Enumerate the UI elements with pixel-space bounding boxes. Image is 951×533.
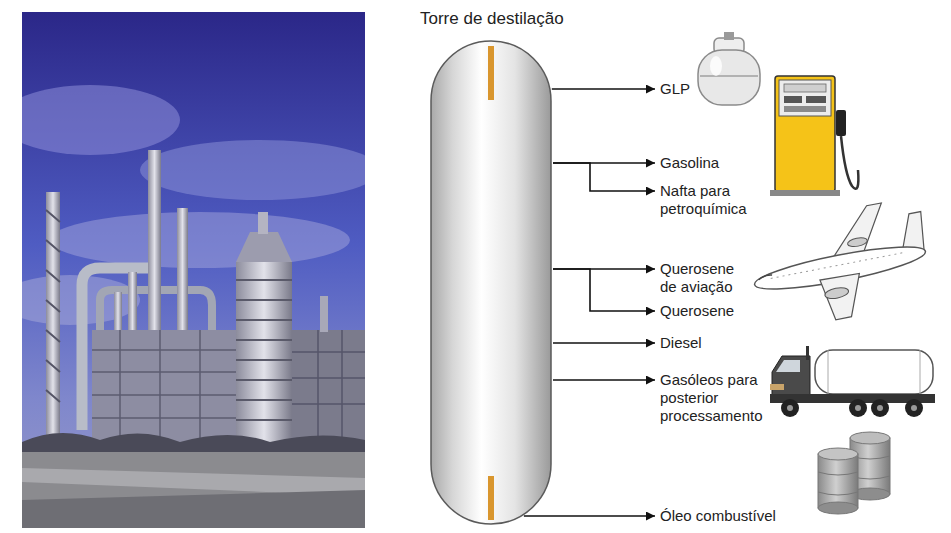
- refinery-photo: [236, 262, 292, 442]
- gas-cylinder-icon: [700, 75, 758, 77]
- gas-cylinder-icon: [724, 32, 734, 40]
- product-name: Diesel: [660, 334, 702, 352]
- gas-cylinder-icon: [698, 50, 760, 105]
- product-arrow: [524, 515, 655, 517]
- product-arrow: [553, 379, 655, 381]
- fuel-pump-icon: [770, 190, 840, 196]
- product-name: Gasolina: [660, 154, 719, 172]
- product-label: Nafta para petroquímica: [660, 182, 772, 218]
- fuel-pump-icon: [779, 80, 831, 116]
- tower-title: Torre de destilação: [420, 9, 542, 29]
- tanker-truck-icon: [770, 384, 784, 390]
- tanker-truck-icon: [877, 405, 883, 411]
- product-arrow: [553, 342, 655, 344]
- tanker-truck-icon: [871, 399, 889, 417]
- product-label: Diesel: [660, 334, 702, 352]
- refinery-photo: [236, 280, 292, 420]
- refinery-photo: [92, 330, 242, 442]
- refinery-photo: [92, 330, 242, 442]
- product-label: GLP: [660, 80, 690, 98]
- refinery-photo: [46, 210, 60, 402]
- tanker-truck-icon: [776, 360, 800, 372]
- tower-shape: [488, 476, 494, 520]
- product-label: Querosene de aviação: [660, 260, 744, 296]
- tanker-truck-icon: [772, 356, 810, 398]
- product-name: Querosene de aviação: [660, 260, 744, 296]
- airplane-icon: [771, 253, 904, 279]
- tanker-truck-icon: [815, 350, 933, 394]
- refinery-photo: [292, 330, 365, 442]
- fuel-pump-icon: [770, 76, 858, 196]
- fuel-pump-icon: [784, 84, 826, 92]
- product-arrow: [553, 269, 655, 311]
- product-arrow: [552, 88, 655, 90]
- barrels-icon: [818, 448, 858, 460]
- gas-cylinder-icon: [698, 32, 760, 105]
- tanker-truck-icon: [905, 399, 923, 417]
- tanker-truck-icon: [781, 399, 799, 417]
- tower-shape: [430, 40, 552, 525]
- product-arrow: [553, 163, 655, 191]
- product-name: Nafta para petroquímica: [660, 182, 772, 218]
- refinery-photo: [258, 212, 268, 234]
- product-name: Óleo combustível: [660, 507, 776, 525]
- tanker-truck-icon: [849, 399, 867, 417]
- airplane-icon: [847, 236, 868, 248]
- fuel-pump-icon: [784, 106, 826, 112]
- fuel-pump-icon: [836, 110, 846, 136]
- fuel-pump-icon: [784, 96, 802, 103]
- airplane-icon: [824, 286, 849, 300]
- airplane-icon: [744, 196, 938, 334]
- fuel-pump-icon: [775, 76, 835, 192]
- product-name: GLP: [660, 80, 690, 98]
- tanker-truck-icon: [806, 346, 809, 360]
- refinery-photo: [50, 212, 350, 268]
- barrels-icon: [818, 502, 858, 514]
- refinery-photo: [46, 192, 60, 452]
- refinery-photo: [236, 232, 292, 262]
- tanker-truck-icon: [828, 350, 920, 394]
- product-name: Querosene: [660, 302, 734, 320]
- barrels-icon: [818, 472, 858, 495]
- fuel-pump-icon: [806, 96, 826, 103]
- refinery-photo: [22, 490, 365, 528]
- product-label: Gasóleos para posterior processamento: [660, 371, 768, 425]
- tanker-truck-icon: [787, 405, 793, 411]
- tower-shape: [488, 46, 494, 100]
- product-label: Gasolina: [660, 154, 719, 172]
- product-name: Gasóleos para posterior processamento: [660, 371, 768, 425]
- refinery-photo: [292, 330, 365, 442]
- refinery-photo: [22, 433, 365, 455]
- fuel-pump-icon: [841, 136, 858, 189]
- barrels-icon: [818, 454, 858, 508]
- barrels-icon: [850, 432, 890, 444]
- product-label: Querosene: [660, 302, 734, 320]
- refinery-photo: [22, 12, 365, 528]
- gas-cylinder-icon: [710, 56, 722, 76]
- refinery-photo: [22, 85, 180, 155]
- refinery-photo: [140, 140, 365, 200]
- distillation-tower: Torre de destilação: [430, 40, 552, 525]
- airplane-icon: [820, 272, 867, 321]
- tower-shape: [431, 41, 551, 524]
- tanker-truck-icon: [855, 405, 861, 411]
- tanker-truck-icon: [911, 405, 917, 411]
- barrels-icon: [818, 432, 890, 514]
- product-label: Óleo combustível: [660, 507, 776, 525]
- refinery-photo: [320, 296, 328, 332]
- airplane-icon: [758, 274, 772, 279]
- refinery-photo: [22, 452, 365, 528]
- tanker-truck-icon: [770, 346, 935, 417]
